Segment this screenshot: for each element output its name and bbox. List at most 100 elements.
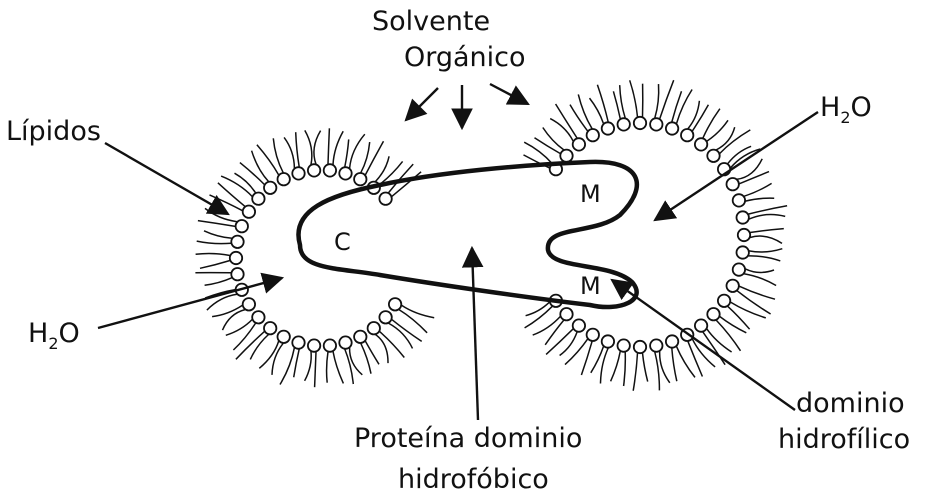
label-dominio-line2: hidrofílico bbox=[778, 424, 910, 455]
lipid-head bbox=[733, 263, 745, 275]
lipid-head bbox=[718, 295, 730, 307]
lipid-tail bbox=[233, 323, 255, 350]
lipid-head bbox=[727, 280, 739, 292]
lipid-head bbox=[560, 308, 572, 320]
lipid-tail bbox=[613, 91, 620, 119]
lipid-tail bbox=[198, 221, 235, 227]
lipid-head bbox=[666, 335, 678, 347]
lipid-head bbox=[339, 336, 351, 348]
lipid-head bbox=[587, 129, 599, 141]
lipid-molecule bbox=[524, 142, 563, 175]
lipid-tail bbox=[380, 331, 405, 357]
lipid-tail bbox=[284, 137, 294, 168]
lipid-head bbox=[695, 138, 707, 150]
lipid-tail bbox=[399, 310, 427, 333]
lipid-tail bbox=[376, 335, 389, 364]
lipid-head bbox=[573, 138, 585, 150]
lipid-molecule bbox=[210, 183, 256, 218]
lipid-molecule bbox=[718, 295, 766, 330]
lipid-layer-left bbox=[195, 128, 434, 387]
lipid-molecule bbox=[379, 311, 421, 348]
lipid-head bbox=[354, 331, 366, 343]
lipid-molecule bbox=[533, 308, 573, 345]
lipid-molecule bbox=[630, 80, 647, 129]
lipid-tail bbox=[210, 195, 243, 211]
lipid-head bbox=[634, 341, 646, 353]
lipid-tail bbox=[525, 306, 553, 328]
label-m-bottom: M bbox=[580, 272, 601, 300]
lipid-head bbox=[264, 182, 276, 194]
lipid-tail bbox=[315, 352, 316, 387]
label-solvente: Solvente bbox=[372, 6, 490, 37]
lipid-tail bbox=[200, 261, 230, 269]
lipid-tail bbox=[365, 141, 383, 175]
lipid-molecule bbox=[666, 335, 695, 381]
lipid-head bbox=[278, 331, 290, 343]
lipid-molecule bbox=[284, 132, 305, 179]
lipid-head bbox=[666, 122, 678, 134]
lipid-molecule bbox=[305, 339, 321, 387]
h2o-left-sub: 2 bbox=[48, 334, 58, 353]
lipid-head bbox=[236, 220, 248, 232]
lipid-molecule bbox=[196, 252, 243, 268]
lipid-tail bbox=[546, 329, 573, 355]
arrow-organic-right bbox=[490, 84, 528, 104]
lipid-tail bbox=[748, 256, 780, 261]
lipid-tail bbox=[560, 332, 578, 356]
lipid-tail bbox=[677, 90, 693, 124]
lipid-molecule bbox=[681, 329, 715, 377]
lipid-tail bbox=[660, 351, 670, 383]
lipid-tail bbox=[550, 119, 573, 142]
lipid-molecule bbox=[368, 322, 405, 363]
lipid-tail bbox=[590, 98, 604, 124]
lipid-tail bbox=[643, 353, 648, 382]
lipid-molecule bbox=[197, 231, 244, 248]
lipid-molecule bbox=[727, 159, 770, 191]
label-c: C bbox=[334, 228, 351, 256]
lipid-tail bbox=[749, 215, 785, 220]
lipid-head bbox=[389, 298, 401, 310]
lipid-head bbox=[231, 268, 243, 280]
lipid-head bbox=[727, 178, 739, 190]
lipid-tail bbox=[223, 310, 246, 331]
lipid-tail bbox=[720, 130, 751, 154]
lipid-tail bbox=[688, 101, 700, 129]
lipid-head bbox=[379, 311, 391, 323]
lipid-tail bbox=[350, 134, 365, 168]
lipid-tail bbox=[570, 105, 588, 132]
lipid-molecule bbox=[737, 206, 788, 224]
lipid-tail bbox=[328, 128, 329, 164]
lipid-tail bbox=[737, 291, 771, 314]
lipid-head bbox=[707, 308, 719, 320]
h2o-left-o: O bbox=[59, 318, 80, 349]
lipid-head bbox=[252, 311, 264, 323]
lipid-head bbox=[737, 211, 749, 223]
lipid-head bbox=[264, 322, 276, 334]
lipid-tail bbox=[212, 305, 242, 316]
lipid-head bbox=[618, 118, 630, 130]
lipid-tail bbox=[250, 335, 268, 360]
lipid-head bbox=[738, 229, 750, 241]
lipid-tail bbox=[280, 348, 294, 385]
lipid-molecule bbox=[591, 335, 614, 383]
lipid-molecule bbox=[611, 339, 630, 386]
lipid-tail bbox=[620, 85, 626, 118]
lipid-tail bbox=[305, 351, 312, 380]
lipid-tail bbox=[611, 351, 621, 381]
lipid-head bbox=[368, 322, 380, 334]
lipid-tail bbox=[526, 302, 550, 316]
lipid-tail bbox=[728, 146, 751, 163]
lipid-tail bbox=[314, 131, 321, 165]
lipid-tail bbox=[744, 274, 776, 286]
lipid-head bbox=[243, 206, 255, 218]
lipid-tail bbox=[524, 142, 552, 164]
arrow-protein-domain bbox=[472, 248, 478, 420]
lipid-molecule bbox=[613, 85, 630, 131]
lipid-molecule bbox=[633, 341, 648, 391]
label-dominio-line1: dominio bbox=[796, 388, 905, 419]
lipid-head bbox=[278, 173, 290, 185]
lipid-head bbox=[354, 173, 366, 185]
lipid-molecule bbox=[727, 280, 776, 314]
